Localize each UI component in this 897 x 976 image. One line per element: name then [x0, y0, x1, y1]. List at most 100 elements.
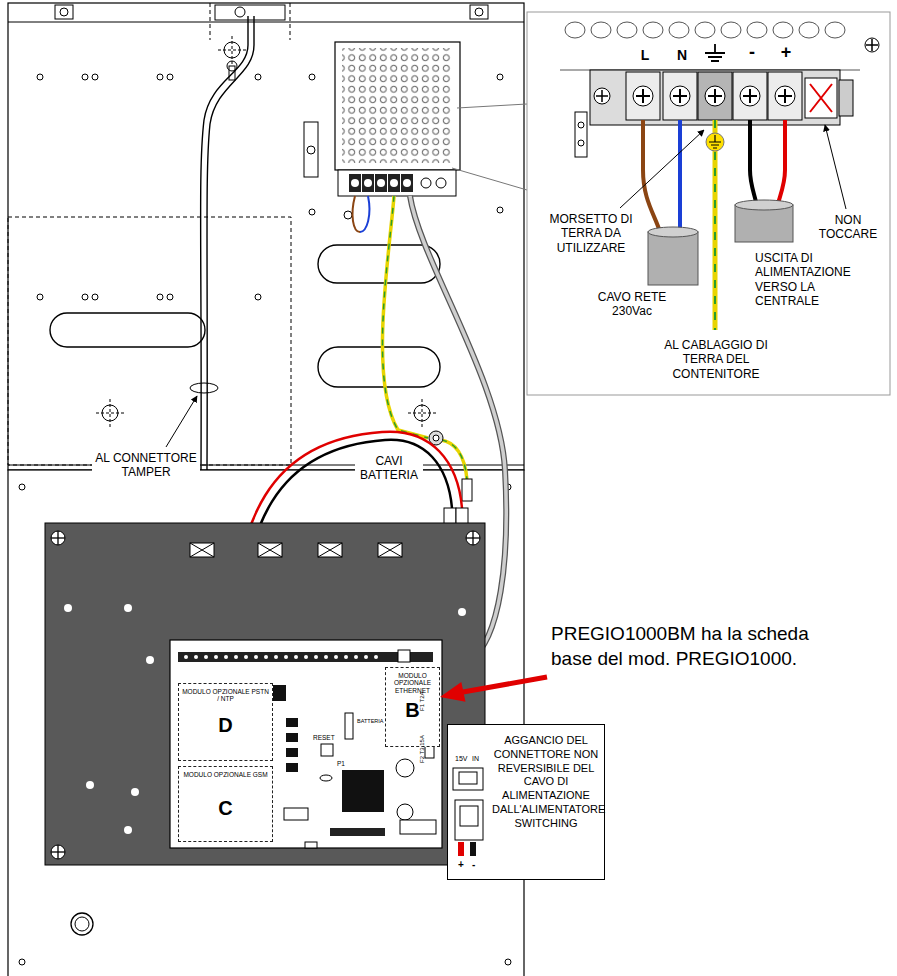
terminal-inset — [705, 44, 725, 61]
terminal-inset — [695, 22, 715, 38]
enclosure — [157, 74, 163, 80]
circuit-board — [204, 655, 208, 659]
terminal-inset — [777, 120, 785, 207]
mounting-plate — [466, 531, 480, 545]
module-letter: C — [179, 797, 272, 820]
enclosure — [157, 294, 163, 300]
connector-callout-art — [470, 842, 476, 856]
enclosure — [497, 74, 503, 80]
fuse-label: F1 T2A — [419, 680, 426, 712]
terminal-inset — [578, 122, 584, 128]
mounting-plate — [86, 781, 94, 789]
terminal-inset — [721, 22, 741, 38]
circuit-board — [314, 655, 318, 659]
mounting-plate — [146, 656, 154, 664]
power-supply — [351, 179, 359, 187]
module-slot: MODULO OPZIONALE ETHERNETB — [385, 667, 440, 747]
enclosure — [318, 245, 440, 283]
enclosure — [96, 413, 124, 414]
module-caption: MODULO OPZIONALE GSM — [181, 771, 270, 778]
callout-text: 15V — [455, 755, 467, 763]
mounting-plate — [51, 531, 480, 859]
enclosure — [92, 74, 98, 80]
callout-label: L — [636, 47, 654, 64]
circuit-board — [324, 655, 328, 659]
callout-text: IN — [472, 755, 479, 763]
callout-label: PREGIO1000BM ha la scheda base del mod. … — [550, 622, 842, 671]
circuit-board — [321, 744, 333, 756]
enclosure — [408, 413, 436, 414]
power-supply — [375, 174, 387, 192]
power-supply — [457, 104, 527, 108]
enclosure — [167, 74, 173, 80]
circuit-board — [274, 655, 278, 659]
tamper-wires — [166, 396, 197, 447]
circuit-board — [184, 655, 188, 659]
enclosure — [304, 122, 318, 177]
terminal-inset — [636, 89, 792, 103]
terminal-inset — [735, 205, 793, 242]
power-supply — [335, 42, 460, 170]
callout-text: - — [472, 859, 475, 871]
module-slot: MODULO OPZIONALE PSTN / NTPD — [178, 683, 273, 761]
enclosure — [290, 3, 291, 40]
circuit-board — [178, 652, 433, 662]
terminal-inset — [643, 120, 660, 232]
terminal-inset — [810, 84, 832, 112]
circuit-board — [264, 655, 268, 659]
mounting-plate — [45, 523, 485, 865]
module-letter: D — [179, 714, 272, 737]
circuit-board — [224, 655, 228, 659]
terminal-inset — [839, 80, 853, 116]
callout-label: P1 — [336, 760, 352, 768]
power-supply — [353, 196, 360, 232]
enclosure — [210, 3, 211, 40]
mounting-plate — [57, 845, 58, 859]
terminal-inset — [565, 22, 845, 38]
mounting-plate — [190, 543, 402, 557]
enclosure — [75, 917, 89, 931]
circuit-board — [305, 842, 317, 848]
enclosure — [110, 399, 111, 427]
mounting-plate — [124, 604, 132, 612]
callout-label: - — [743, 42, 761, 64]
callout-label: N — [673, 47, 691, 64]
enclosure — [8, 217, 291, 465]
terminal-inset — [773, 22, 793, 38]
connector-callout-art — [447, 724, 605, 880]
circuit-board — [400, 820, 436, 834]
connector-callout-art — [458, 842, 464, 856]
power-supply — [338, 170, 456, 196]
circuit-board — [286, 748, 298, 757]
terminal-inset — [865, 38, 879, 52]
terminal-inset — [648, 227, 698, 237]
terminal-inset — [669, 22, 689, 38]
circuit-board — [345, 713, 353, 739]
enclosure — [8, 470, 524, 976]
tamper-wires — [190, 383, 218, 393]
power-supply — [403, 179, 411, 187]
pointer-arrow — [440, 682, 466, 702]
terminal-inset — [709, 135, 721, 148]
mounting-plate — [45, 523, 485, 865]
mounting-plate — [51, 531, 65, 545]
enclosure — [232, 36, 233, 64]
callout-text: + — [458, 859, 464, 871]
enclosure — [255, 74, 261, 80]
callout-label: AL CONNETTORE TAMPER — [92, 451, 200, 480]
enclosure — [414, 405, 430, 421]
enclosure — [215, 5, 285, 20]
circuit-board — [294, 655, 298, 659]
enclosure — [255, 294, 261, 300]
circuit-board — [234, 655, 238, 659]
enclosure — [8, 3, 524, 470]
connector-callout-art — [453, 768, 483, 790]
mounting-plate — [124, 826, 132, 834]
mounting-plate — [51, 531, 480, 859]
connector-callout-art — [447, 724, 605, 880]
power-supply — [436, 178, 446, 188]
enclosure — [102, 405, 118, 421]
circuit-board — [254, 655, 258, 659]
circuit-board — [354, 655, 358, 659]
enclosure — [167, 294, 173, 300]
